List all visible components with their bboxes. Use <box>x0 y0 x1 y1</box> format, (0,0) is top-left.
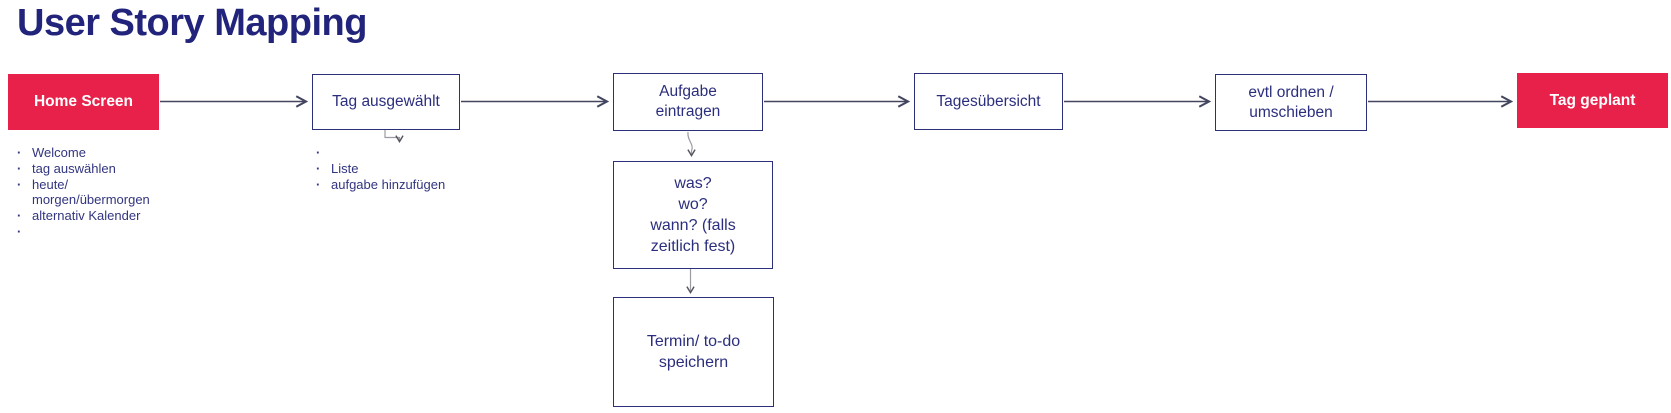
connector-aufgabe-to-was-box <box>688 131 692 155</box>
list-item-label: aufgabe hinzufügen <box>331 176 446 192</box>
list-item-continuation: morgen/übermorgen <box>17 192 187 208</box>
flow-step-evtl-ordnen[interactable]: evtl ordnen / umschieben <box>1215 74 1367 131</box>
list-item-label: Liste <box>331 160 359 176</box>
list-item-label: alternativ Kalender <box>32 208 141 224</box>
connector-tag-ausgewaehlt-to-notes <box>384 130 400 141</box>
flow-step-label: Home Screen <box>33 93 134 110</box>
flow-step-aufgabe-eintragen[interactable]: Aufgabe eintragen <box>613 73 763 131</box>
note-list-home-screen: Welcome tag auswählen heute/ morgen/über… <box>17 145 187 240</box>
sub-step-was-wo-wann[interactable]: was? wo? wann? (falls zeitlich fest) <box>613 161 773 269</box>
list-item <box>316 145 486 161</box>
list-item: tag auswählen <box>17 161 187 177</box>
sub-step-termin-speichern[interactable]: Termin/ to-do speichern <box>613 297 774 407</box>
flow-step-label: Tagesübersicht <box>936 92 1041 110</box>
list-item: Liste <box>316 161 486 177</box>
flow-step-home-screen[interactable]: Home Screen <box>8 74 159 130</box>
flow-step-label: Aufgabe eintragen <box>655 83 721 120</box>
list-item: alternativ Kalender <box>17 208 187 224</box>
list-item-label: Welcome <box>32 145 86 160</box>
list-item-label: heute/ <box>32 176 69 192</box>
flow-step-label: evtl ordnen / umschieben <box>1248 83 1334 121</box>
list-item-label: morgen/übermorgen <box>32 192 150 208</box>
list-item: aufgabe hinzufügen <box>316 177 486 193</box>
page-title: User Story Mapping <box>17 2 367 44</box>
list-item: heute/ <box>17 177 187 193</box>
flow-step-label: Tag geplant <box>1549 91 1636 109</box>
flow-step-label: Tag ausgewählt <box>332 93 440 110</box>
note-list-tag-ausgewaehlt: Liste aufgabe hinzufügen <box>316 145 486 192</box>
list-item <box>17 224 187 240</box>
sub-step-label: was? wo? wann? (falls zeitlich fest) <box>650 175 736 255</box>
list-item: Welcome <box>17 145 187 161</box>
list-item-label: tag auswählen <box>32 160 116 176</box>
sub-step-label: Termin/ to-do speichern <box>646 333 741 371</box>
flow-step-tag-ausgewaehlt[interactable]: Tag ausgewählt <box>312 74 460 130</box>
flow-step-tagesuebersicht[interactable]: Tagesübersicht <box>914 73 1063 130</box>
flow-step-tag-geplant[interactable]: Tag geplant <box>1517 73 1668 128</box>
